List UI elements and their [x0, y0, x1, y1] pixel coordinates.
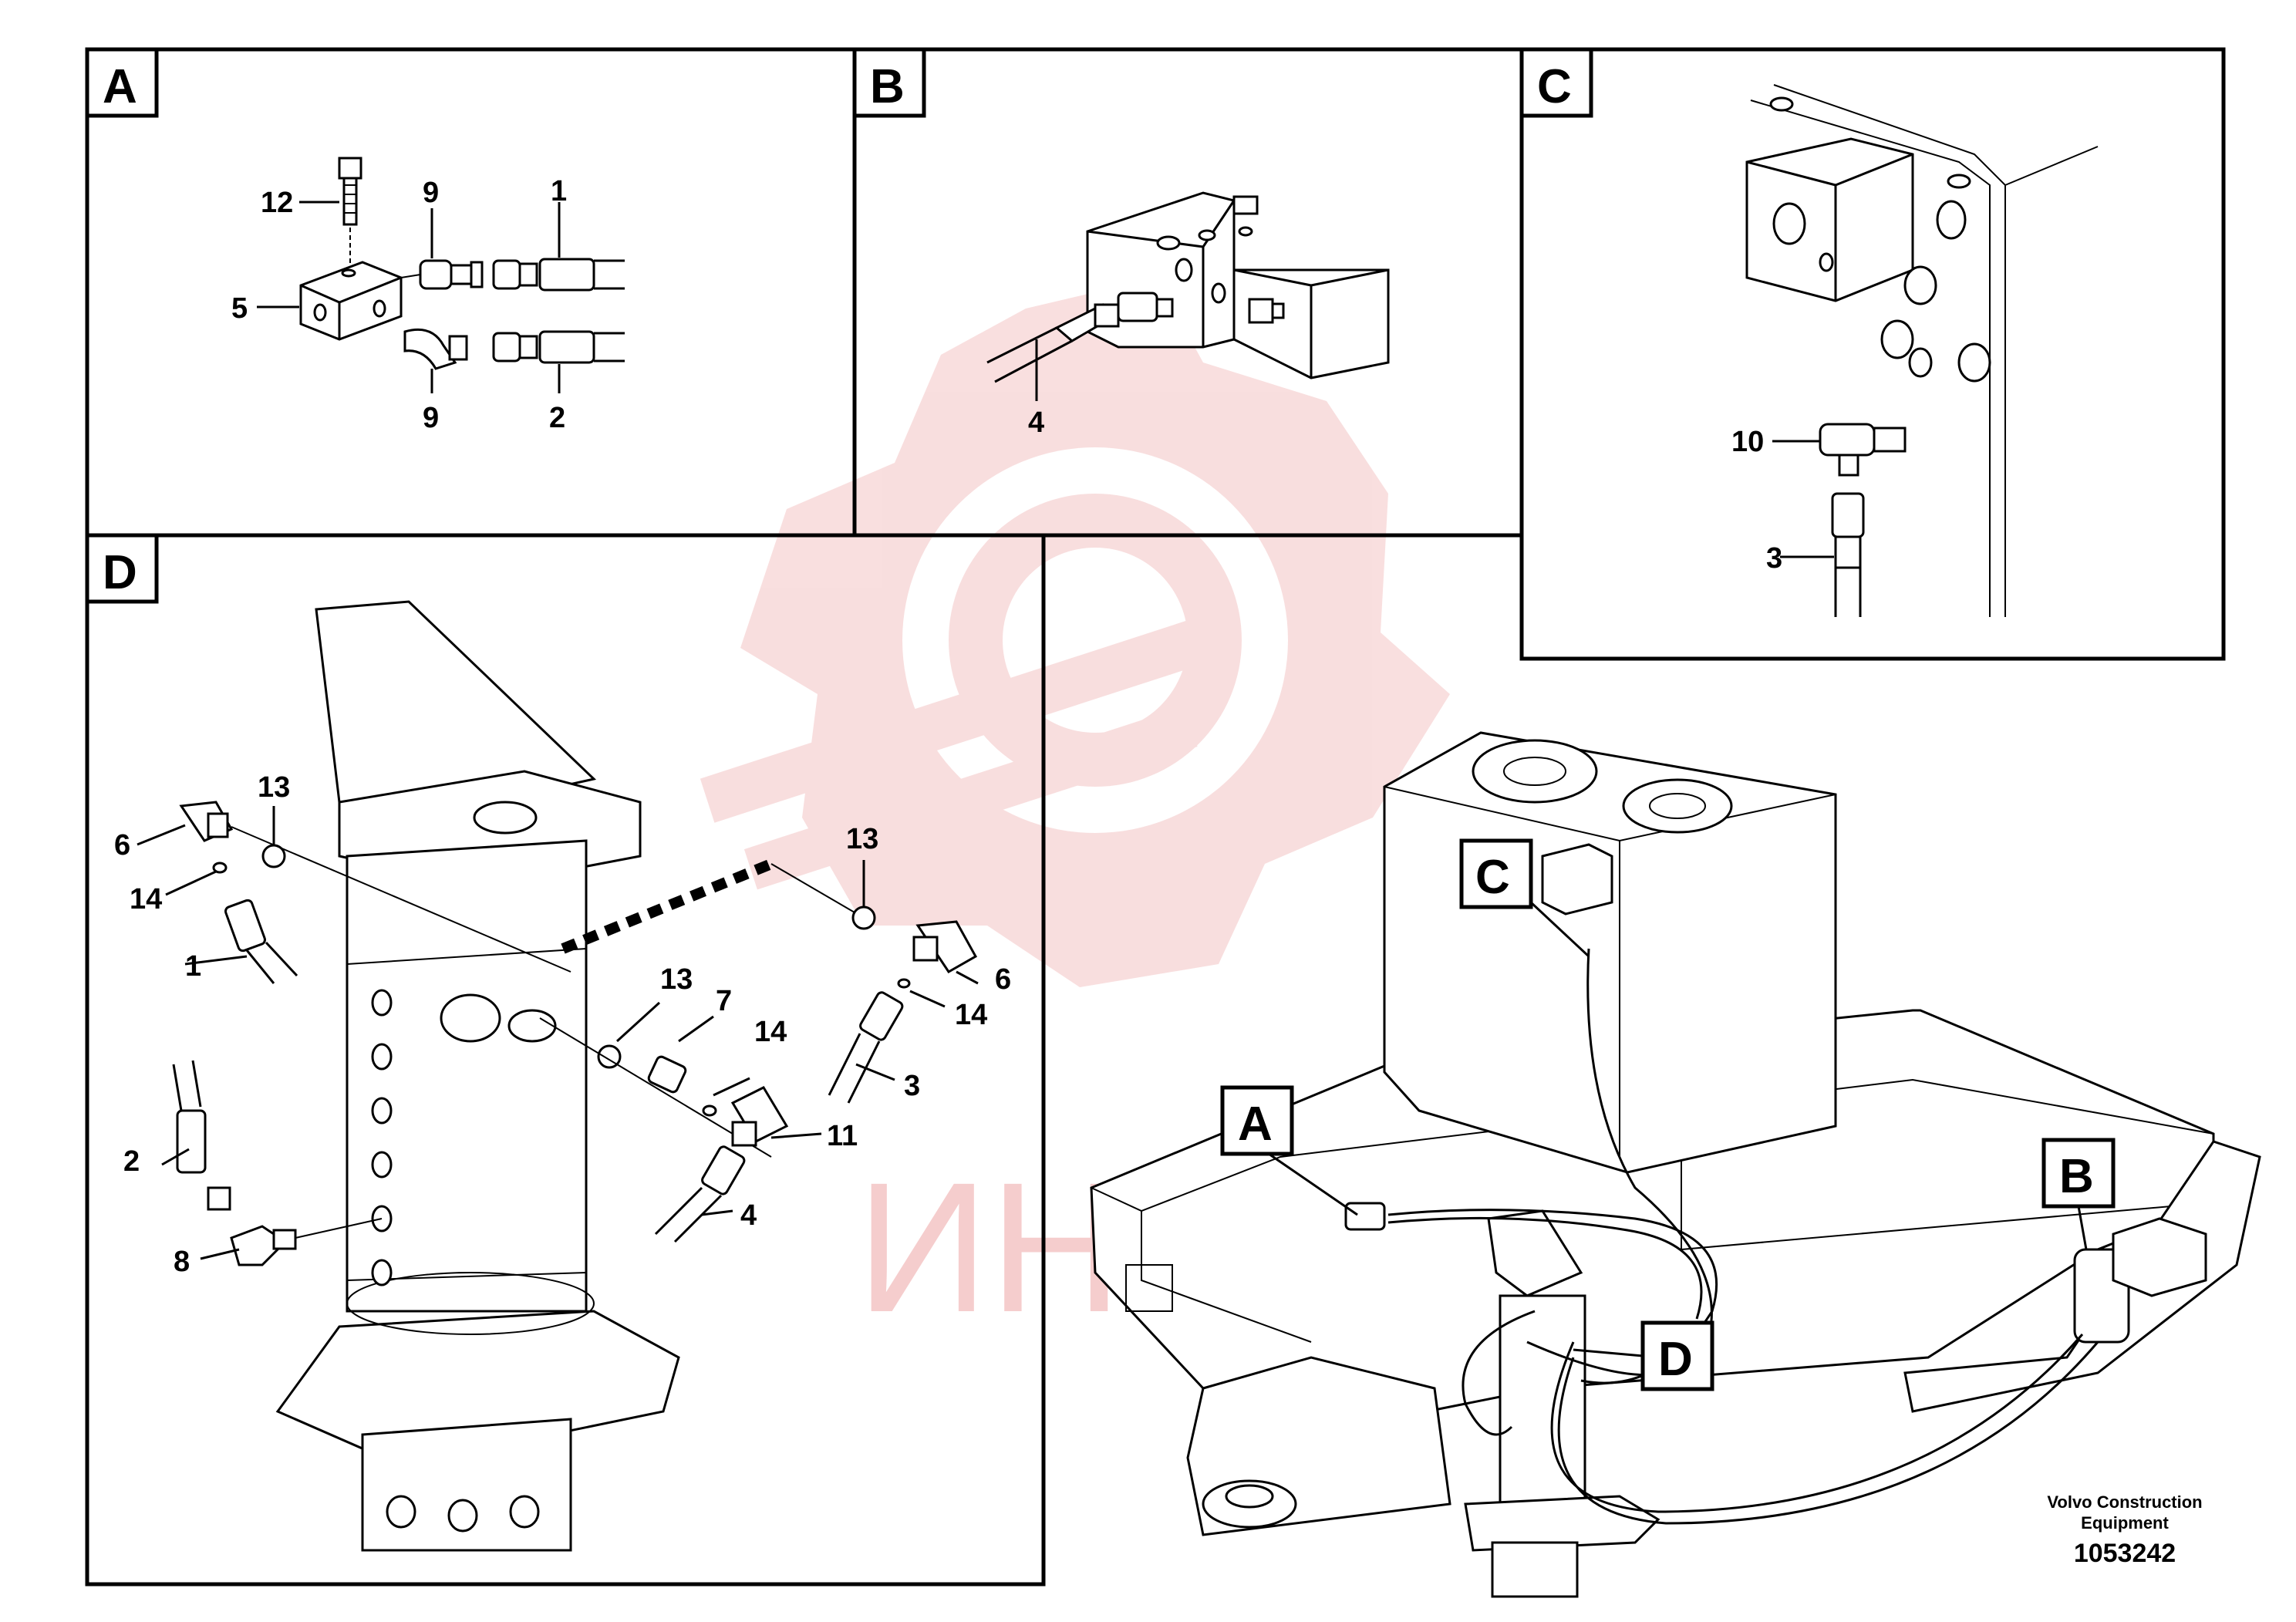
swivel-ports [371, 989, 540, 1533]
callout-a-12: 12 [261, 187, 293, 219]
callout-d-6-left: 6 [114, 829, 130, 862]
callout-d-11: 11 [827, 1120, 858, 1152]
callout-d-7: 7 [716, 985, 732, 1017]
elbow-8 [230, 1225, 297, 1266]
valve-block [1086, 191, 1390, 379]
callout-d-14-right: 14 [955, 999, 987, 1031]
block-c [1745, 137, 1914, 302]
callout-a-2: 2 [549, 402, 565, 434]
panel-a-tag: A [103, 60, 137, 113]
oring-13-mid [597, 1044, 622, 1069]
oring-14-right [897, 978, 911, 989]
tank-wall-c [1750, 84, 2099, 617]
callout-a-9-bottom: 9 [423, 402, 439, 434]
svg-text:A: A [1238, 1098, 1273, 1151]
footer-company: Volvo Construction [2047, 1492, 2202, 1512]
callout-d-4: 4 [740, 1199, 757, 1232]
callout-d-2: 2 [123, 1145, 140, 1178]
callout-c-3: 3 [1766, 542, 1782, 575]
panel-c: C [1519, 47, 2226, 661]
fitting-9-bottom [403, 328, 468, 370]
panel-d-tag: D [103, 546, 137, 599]
hose-1-d [224, 899, 298, 984]
nut-top [492, 259, 521, 290]
callout-d-1: 1 [185, 950, 201, 983]
svg-text:D: D [1658, 1333, 1693, 1386]
callout-c-10: 10 [1731, 426, 1764, 458]
oring-14-mid [702, 1104, 717, 1117]
callout-d-6-right: 6 [995, 963, 1011, 996]
svg-text:B: B [2059, 1150, 2094, 1203]
svg-text:C: C [1475, 851, 1510, 904]
callout-d-13-left: 13 [258, 771, 290, 804]
callout-d-3: 3 [904, 1070, 920, 1102]
elbow-11 [730, 1086, 789, 1147]
panel-c-tag: C [1537, 60, 1572, 113]
panel-d: D [85, 533, 1046, 1587]
block-5 [299, 261, 403, 341]
overview-tag-b: B [2041, 1138, 2116, 1250]
watermark-logo [700, 278, 1450, 987]
hose-2 [538, 330, 625, 364]
ports-c [1880, 200, 1991, 383]
nut-bottom [492, 332, 521, 363]
overview-tag-d: D [1573, 1320, 1714, 1391]
footer-number: 1053242 [2074, 1539, 2176, 1568]
panel-a: A [85, 47, 857, 538]
hose-4-d [654, 1145, 746, 1243]
overview-tag-a: A [1220, 1085, 1358, 1216]
ferrule-top [518, 262, 538, 287]
overview-tag-c: C [1459, 838, 1590, 958]
callout-d-8: 8 [174, 1246, 190, 1278]
callout-d-14-mid: 14 [754, 1016, 787, 1048]
fitting-tee-10 [1819, 423, 1907, 477]
panel-b-tag: B [870, 60, 905, 113]
elbow-6-left [179, 801, 234, 842]
callout-a-1: 1 [551, 175, 567, 207]
callout-d-13-mid: 13 [660, 963, 693, 996]
ferrule-bottom [518, 335, 538, 359]
callout-a-5: 5 [231, 292, 248, 325]
callout-b-4: 4 [1028, 406, 1044, 439]
fitting-9-top [400, 259, 484, 290]
hose-4-b [986, 303, 1120, 383]
adapter-7 [647, 1055, 687, 1094]
hose-1 [538, 258, 625, 292]
elbow-6-right [912, 920, 978, 973]
bolt-12 [338, 157, 362, 270]
oring-14-left [212, 862, 228, 874]
footer-company-line2: Equipment [2081, 1513, 2169, 1533]
fitting-side-b [1232, 195, 1285, 324]
hose-3-c [1831, 492, 1865, 617]
callout-d-14-left: 14 [130, 883, 162, 916]
hose-3-d [828, 991, 904, 1104]
swivel-joint [275, 600, 680, 1552]
oring-13-right [851, 905, 876, 930]
callout-d-13-right: 13 [846, 823, 878, 855]
callout-a-9-top: 9 [423, 177, 439, 209]
hose-2-d [172, 1060, 231, 1211]
